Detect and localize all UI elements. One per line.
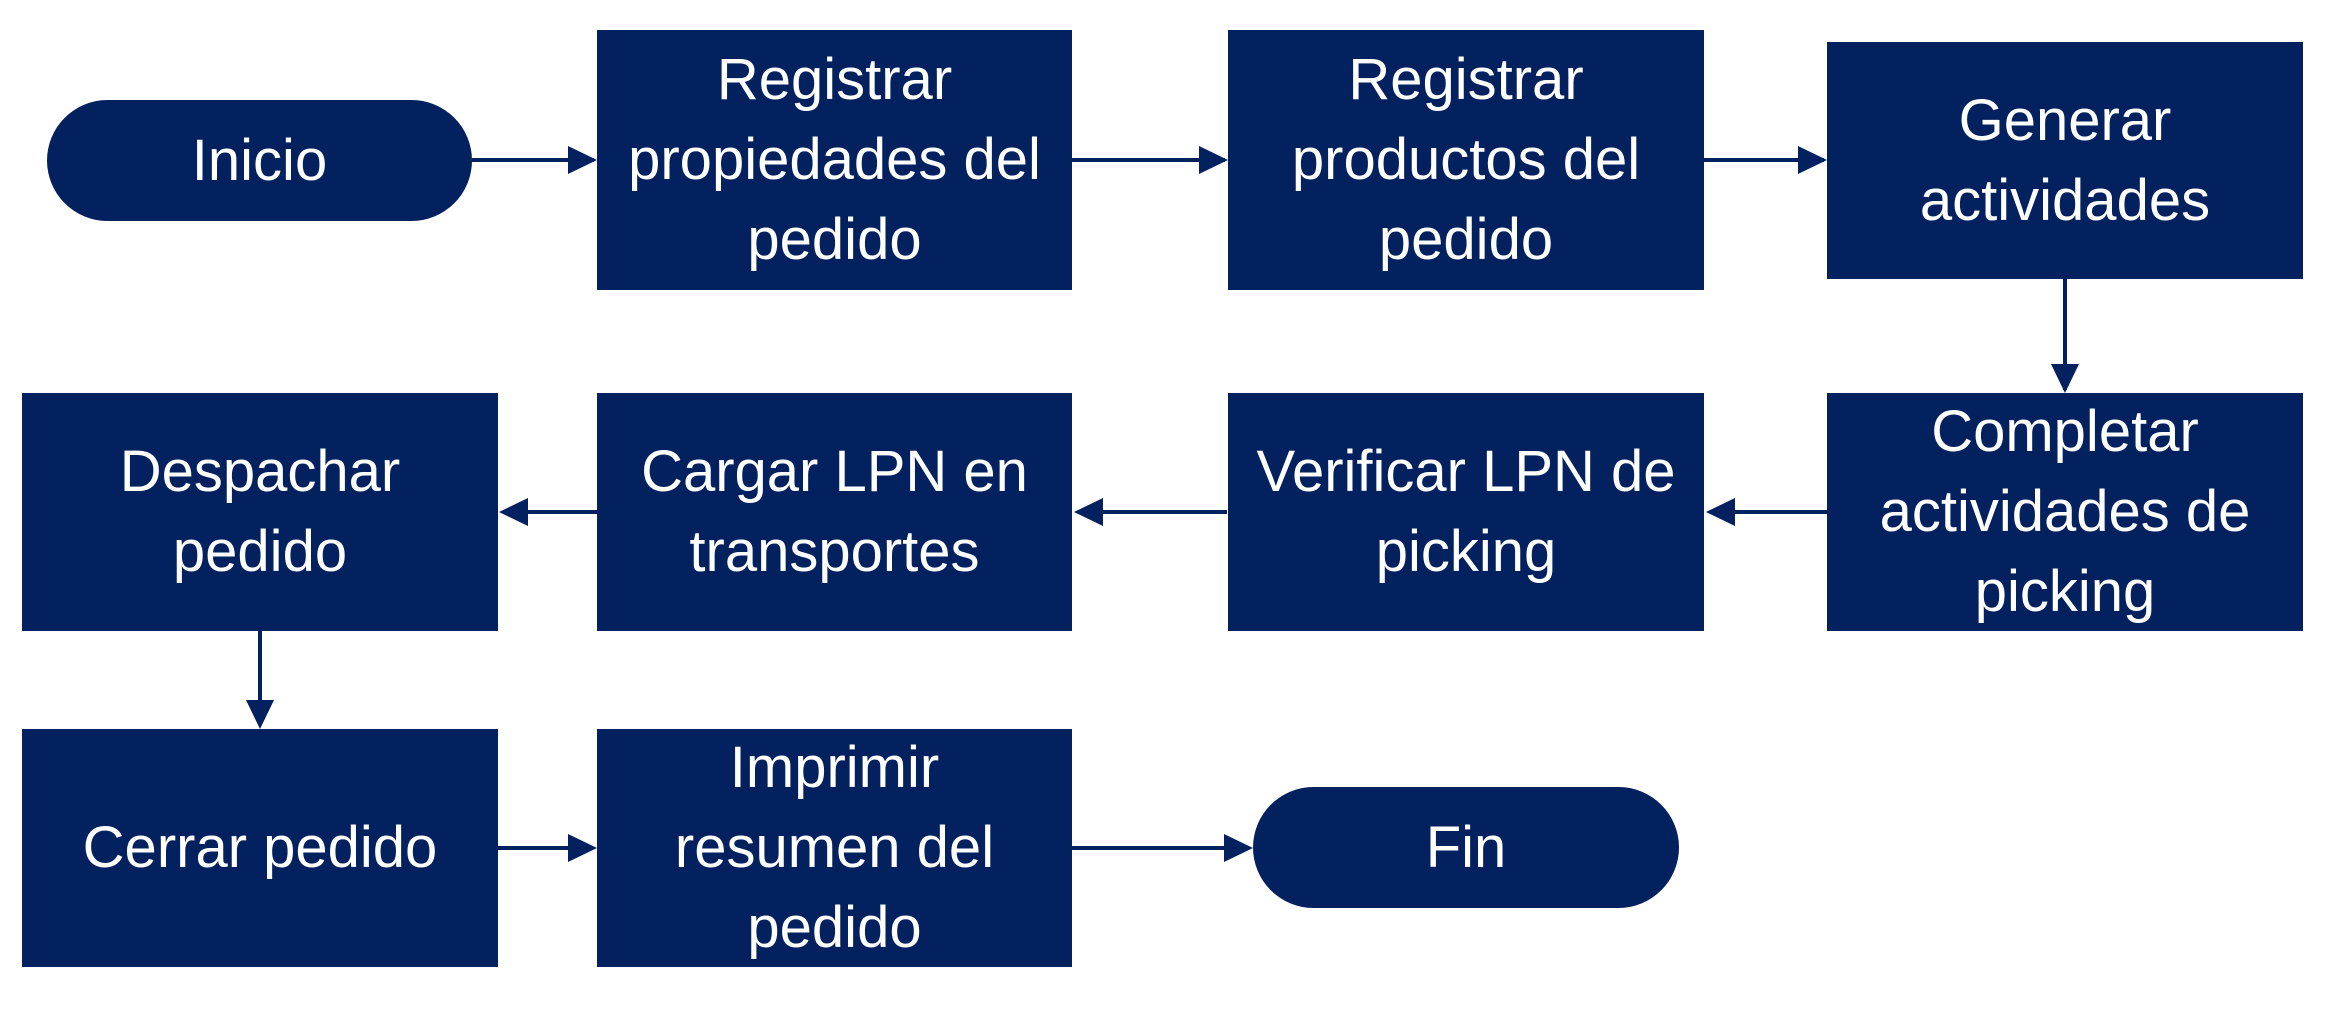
arrowhead-10 bbox=[1224, 834, 1253, 862]
node-cerrar-pedido-label: Cerrar pedido bbox=[82, 815, 438, 880]
node-registrar-productos-label: Registrar productos del pedido bbox=[1291, 47, 1641, 272]
node-registrar-productos: Registrar productos del pedido bbox=[1228, 30, 1704, 290]
arrowhead-2 bbox=[1199, 146, 1228, 174]
arrowhead-1 bbox=[568, 146, 597, 174]
arrowhead-3 bbox=[1798, 146, 1827, 174]
node-inicio-label: Inicio bbox=[191, 127, 328, 193]
node-inicio: Inicio bbox=[47, 100, 472, 221]
node-cerrar-pedido: Cerrar pedido bbox=[22, 729, 498, 967]
node-registrar-propiedades-label: Registrar propiedades del pedido bbox=[628, 47, 1041, 272]
node-generar-actividades-label: Generar actividades bbox=[1919, 87, 2211, 233]
arrowhead-6 bbox=[1074, 498, 1103, 526]
node-fin-label: Fin bbox=[1425, 814, 1507, 880]
arrowhead-4 bbox=[2051, 364, 2079, 393]
node-registrar-propiedades: Registrar propiedades del pedido bbox=[597, 30, 1072, 290]
node-completar-actividades-label: Completar actividades de picking bbox=[1879, 399, 2251, 624]
arrowhead-5 bbox=[1706, 498, 1735, 526]
node-despachar-pedido-label: Despachar pedido bbox=[119, 439, 401, 584]
node-verificar-lpn: Verificar LPN de picking bbox=[1228, 393, 1704, 631]
node-imprimir-resumen-label: Imprimir resumen del pedido bbox=[674, 735, 995, 960]
arrowhead-9 bbox=[568, 834, 597, 862]
node-despachar-pedido: Despachar pedido bbox=[22, 393, 498, 631]
node-verificar-lpn-label: Verificar LPN de picking bbox=[1256, 439, 1676, 584]
arrowhead-7 bbox=[499, 498, 528, 526]
node-fin: Fin bbox=[1253, 787, 1679, 908]
node-cargar-lpn-label: Cargar LPN en transportes bbox=[641, 439, 1028, 584]
node-imprimir-resumen: Imprimir resumen del pedido bbox=[597, 729, 1072, 967]
node-completar-actividades: Completar actividades de picking bbox=[1827, 393, 2303, 631]
node-cargar-lpn: Cargar LPN en transportes bbox=[597, 393, 1072, 631]
arrowhead-8 bbox=[246, 700, 274, 729]
node-generar-actividades: Generar actividades bbox=[1827, 42, 2303, 279]
